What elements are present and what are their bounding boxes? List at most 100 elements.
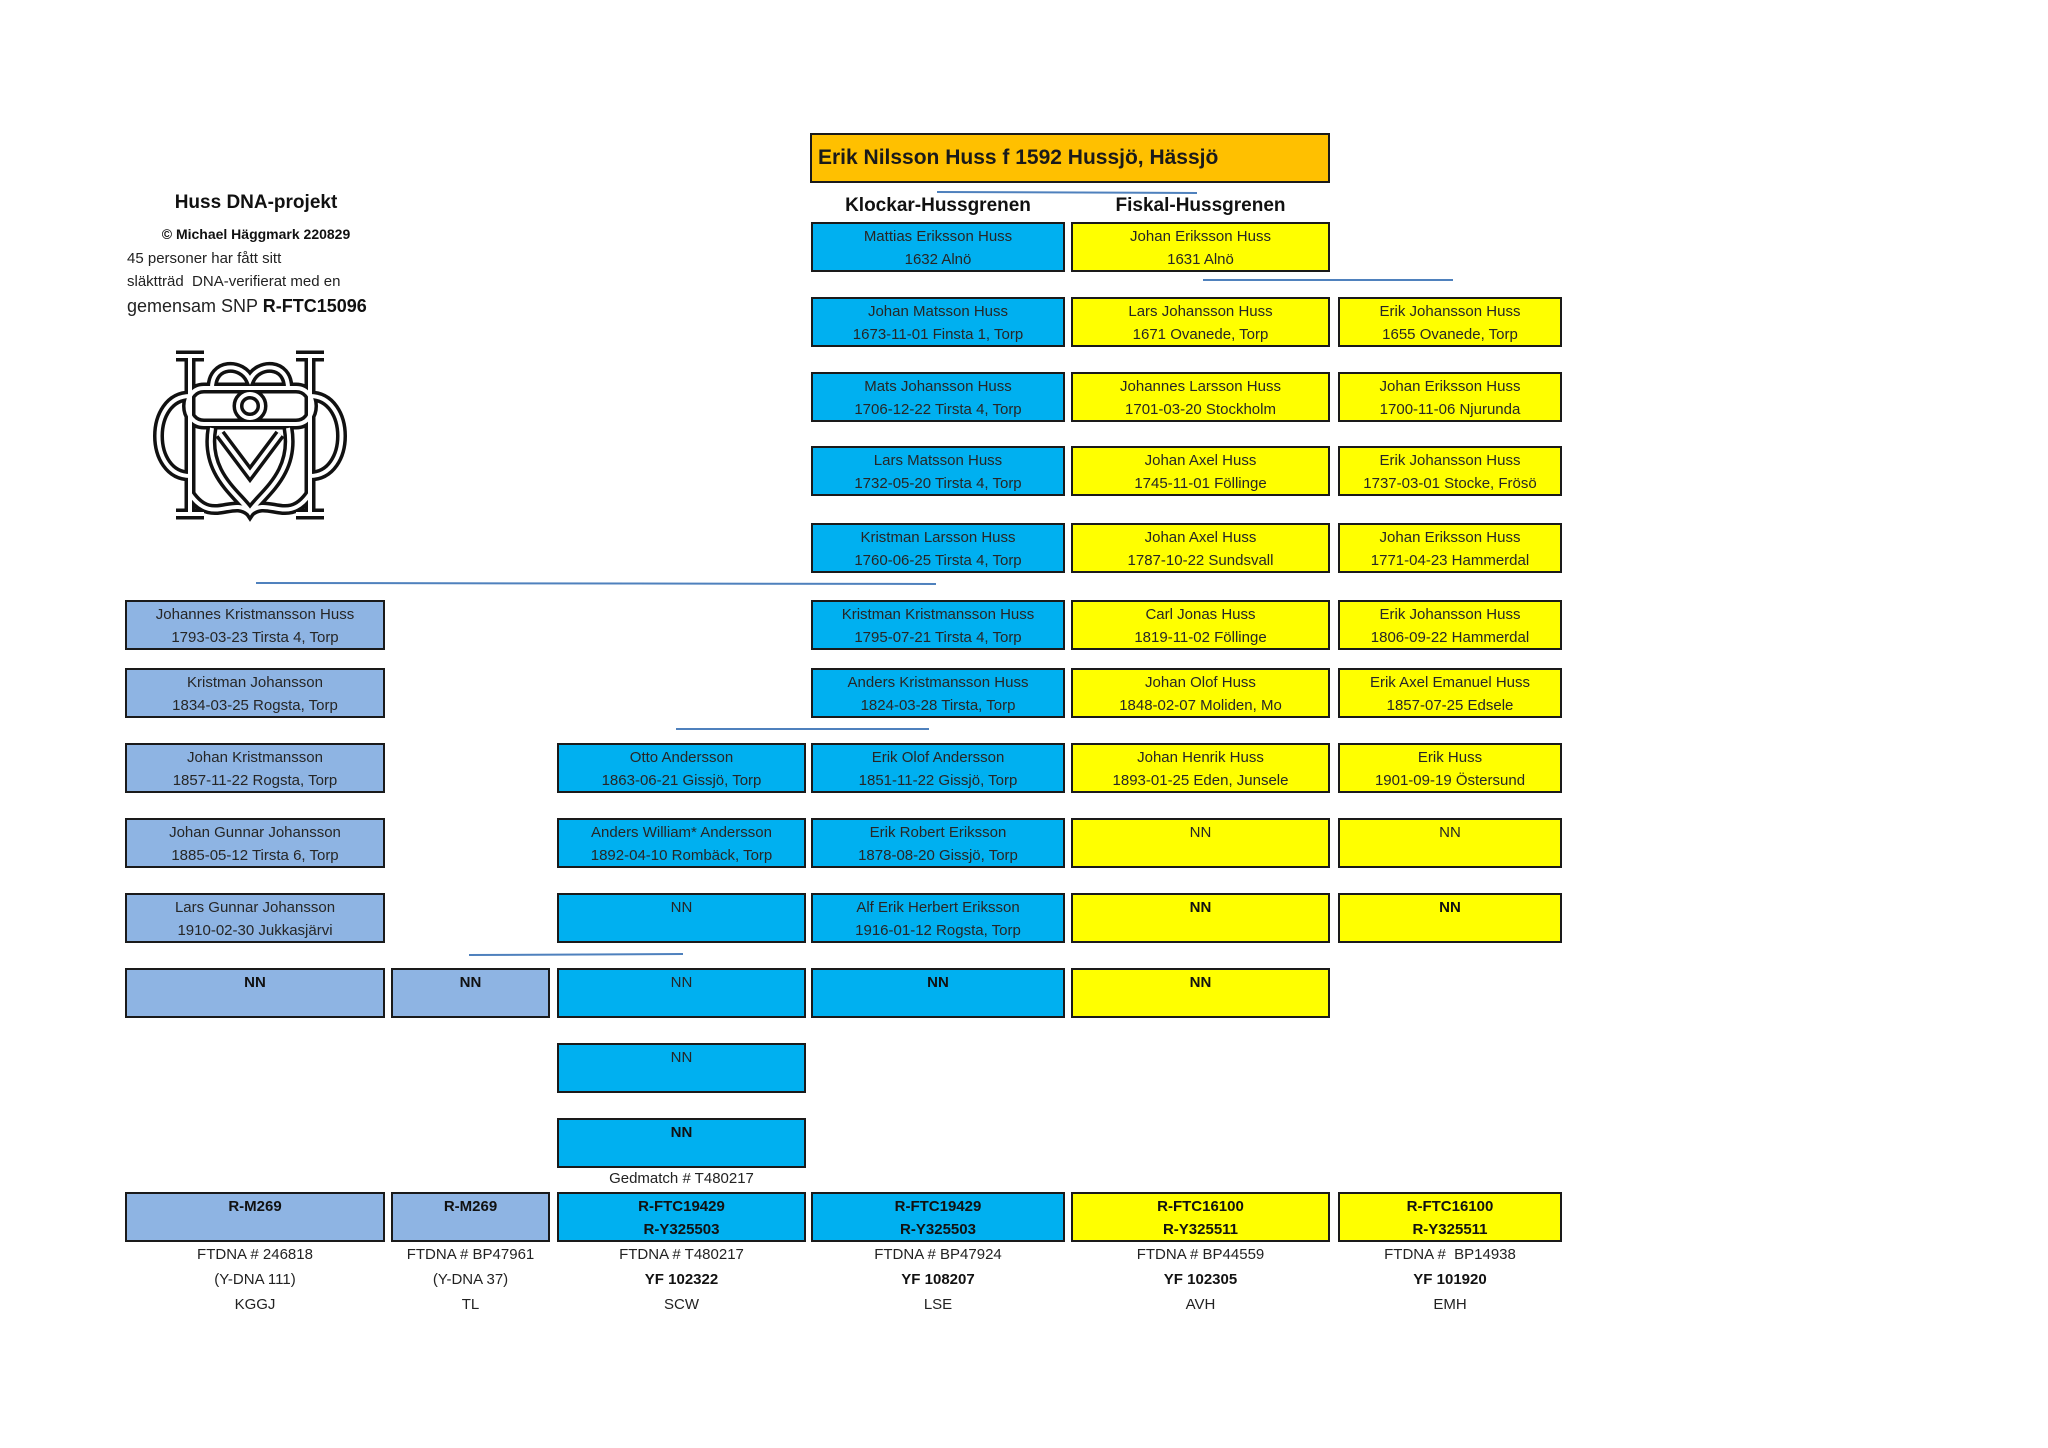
tester-initials: EMH [1433,1296,1467,1313]
haplogroup-snp: R-FTC16100 [1406,1198,1494,1215]
person-name: Kristman Kristmansson Huss [841,606,1035,623]
person-name: NN [927,974,949,991]
birth-info: 1771-04-23 Hammerdal [1370,552,1530,569]
birth-info: 1848-02-07 Moliden, Mo [1119,697,1282,714]
person-name: NN [1189,899,1212,916]
person-name: NN [1189,974,1212,991]
side-branch-a-gen-11: NN [125,968,385,1018]
tester-initials: KGGJ [234,1296,276,1313]
birth-info: 1631 Alnö [1167,251,1234,268]
fiskal-branch-gen-1: Johan Eriksson Huss 1631 Alnö [1071,222,1330,272]
birth-info: 1655 Ovanede, Torp [1382,326,1518,343]
yfull-id: YF 102322 [644,1271,719,1288]
haplogroup-snp-terminal: R-Y325503 [900,1221,976,1238]
person-name: Erik Johansson Huss [1379,452,1521,469]
fiskal-side-branch-gen-2: Erik Johansson Huss 1655 Ovanede, Torp [1338,297,1562,347]
haplogroup-box-a: R-M269 [125,1192,385,1242]
birth-info: 1806-09-22 Hammerdal [1370,629,1530,646]
person-name: Johan Matsson Huss [867,303,1009,320]
connector-line-side-a [255,582,937,585]
project-description-line-2: släktträd DNA-verifierat med en [127,273,341,290]
person-name: Anders William* Andersson [591,824,772,841]
person-name: NN [670,899,693,916]
birth-info: 1745-11-01 Föllinge [1134,475,1267,492]
person-name: Lars Matsson Huss [873,452,1003,469]
side-branch-b-gen-11: NN [391,968,550,1018]
connector-line-side-b [468,953,684,956]
birth-info: 1916-01-12 Rogsta, Torp [855,922,1021,939]
project-snp-prefix: gemensam SNP [127,296,263,316]
tester-initials: SCW [664,1296,699,1313]
birth-info: 1737-03-01 Stocke, Frösö [1363,475,1537,492]
fiskal-side-branch-gen-9: NN [1338,818,1562,868]
person-name: Erik Johansson Huss [1379,303,1521,320]
haplogroup-snp: R-M269 [228,1198,282,1215]
huss-monogram-logo [142,344,358,525]
birth-info: 1795-07-21 Tirsta 4, Torp [854,629,1022,646]
project-description-line-1: 45 personer har fått sitt [127,250,282,267]
person-name: Erik Olof Andersson [871,749,1005,766]
birth-info: 1885-05-12 Tirsta 6, Torp [171,847,339,864]
haplogroup-snp: R-FTC19429 [894,1198,982,1215]
birth-info: 1760-06-25 Tirsta 4, Torp [854,552,1022,569]
birth-info: 1851-11-22 Gissjö, Torp [858,772,1018,789]
person-name: Erik Axel Emanuel Huss [1369,674,1531,691]
tester-initials: TL [461,1296,480,1313]
birth-info: 1824-03-28 Tirsta, Torp [860,697,1016,714]
person-name: Johan Olof Huss [1145,674,1256,691]
birth-info: 1819-11-02 Föllinge [1134,629,1267,646]
birth-info: 1632 Alnö [904,251,972,268]
haplogroup-snp-terminal: R-Y325511 [1162,1221,1239,1238]
klockar-branch-gen-6: Kristman Kristmansson Huss 1795-07-21 Tir… [811,600,1065,650]
ftdna-kit: FTDNA # 246818 [197,1246,313,1263]
ftdna-kit: FTDNA # BP14938 [1384,1246,1516,1263]
person-name: Carl Jonas Huss [1145,606,1256,623]
birth-info: 1793-03-23 Tirsta 4, Torp [171,629,339,646]
person-name: Johan Eriksson Huss [1379,529,1521,546]
side-branch-c-gen-12: NN [557,1043,806,1093]
person-name: NN [670,974,693,991]
fiskal-branch-gen-6: Carl Jonas Huss 1819-11-02 Föllinge [1071,600,1330,650]
root-ancestor-box: Erik Nilsson Huss f 1592 Hussjö, Hässjö [810,133,1330,183]
person-name: NN [670,1049,693,1066]
person-name: NN [459,974,482,991]
klockar-branch-gen-5: Kristman Larsson Huss 1760-06-25 Tirsta 4… [811,523,1065,573]
person-name: NN [1439,824,1461,841]
ftdna-kit: FTDNA # BP47961 [406,1246,535,1263]
project-title: Huss DNA-projekt [174,192,338,213]
project-copyright: © Michael Häggmark 220829 [161,226,351,242]
fiskal-branch-gen-7: Johan Olof Huss 1848-02-07 Moliden, Mo [1071,668,1330,718]
person-name: Johannes Kristmansson Huss [155,606,355,623]
person-name: Johan Eriksson Huss [1130,228,1271,245]
person-name: Anders Kristmansson Huss [847,674,1029,691]
birth-info: 1834-03-25 Rogsta, Torp [172,697,338,714]
person-name: Mattias Eriksson Huss [863,228,1013,245]
person-name: Johannes Larsson Huss [1120,378,1281,395]
kit-info-b: FTDNA # BP47961(Y-DNA 37)TL [391,1242,550,1317]
side-branch-c-gen-10: NN [557,893,806,943]
person-name: Johan Axel Huss [1144,529,1257,546]
birth-info: 1671 Ovanede, Torp [1132,326,1269,343]
person-name: Kristman Larsson Huss [860,529,1016,546]
